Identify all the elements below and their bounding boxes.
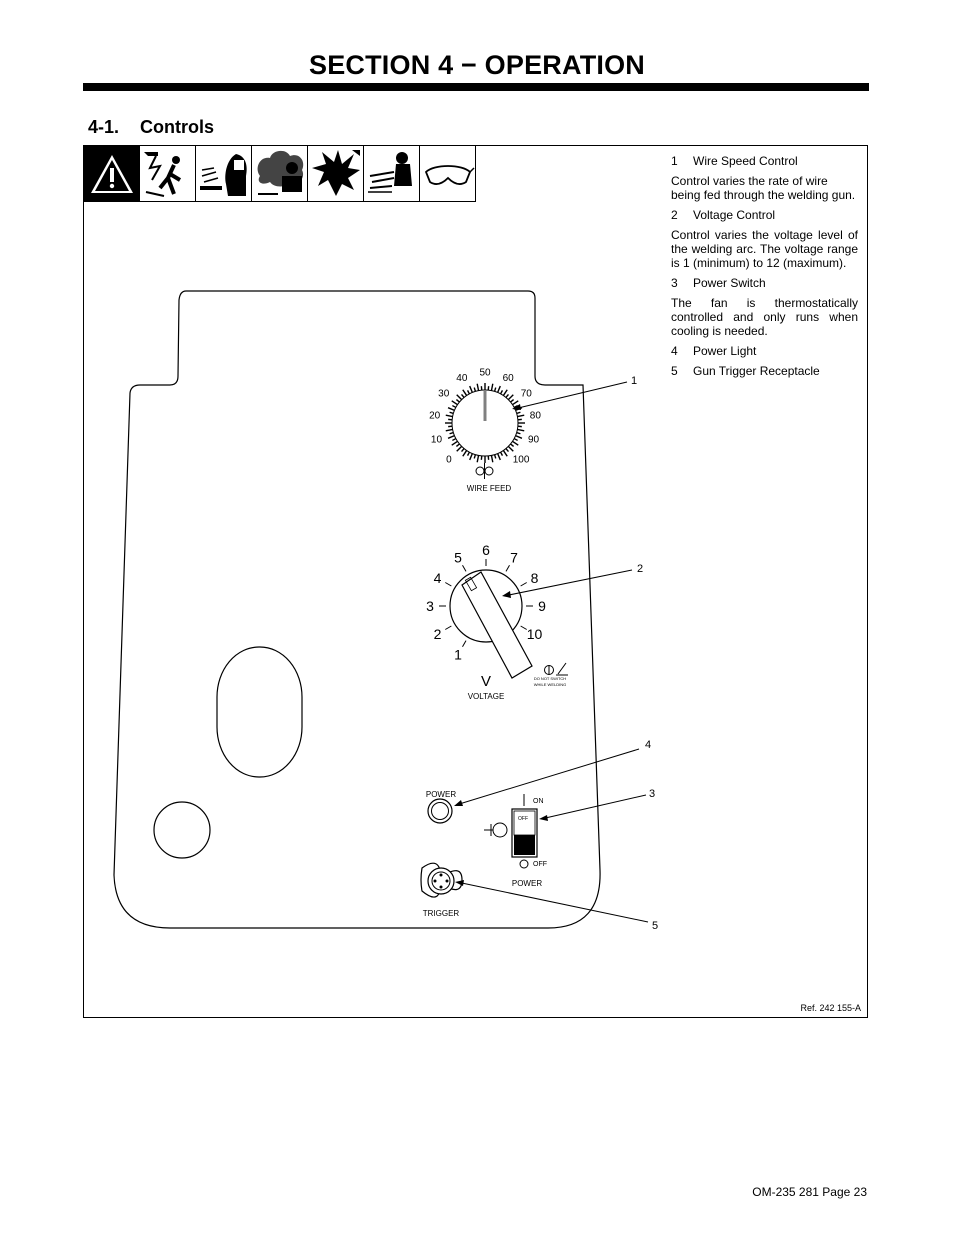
switch-off-label: OFF — [533, 861, 547, 868]
subsection-heading: 4-1. Controls — [88, 117, 214, 138]
voltage-tick — [520, 582, 527, 587]
power-light-label: POWER — [426, 790, 456, 799]
page-number: OM-235 281 Page 23 — [752, 1185, 867, 1199]
description-text: Control varies the rate of wire being fe… — [671, 174, 856, 202]
callout-number: 3 — [649, 788, 655, 800]
do-not-switch-warning: DO NOT SWITCH — [534, 676, 566, 681]
gun-trigger-receptacle[interactable] — [420, 862, 463, 898]
callout-number: 1 — [631, 375, 637, 387]
voltage-tick-label: 4 — [434, 570, 442, 586]
fire-explosion-icon — [308, 146, 364, 202]
voltage-label: VOLTAGE — [468, 692, 505, 701]
voltage-tick-label: 7 — [510, 550, 518, 566]
voltage-tick — [462, 565, 467, 572]
subsection-title: Controls — [140, 117, 214, 137]
trigger-label: TRIGGER — [423, 909, 460, 918]
description-text: Control varies the voltage level of the … — [671, 228, 858, 270]
power-light — [427, 798, 453, 824]
wire-feed-tick-label: 80 — [530, 411, 542, 422]
voltage-tick-label: 8 — [531, 570, 539, 586]
wire-feed-tick-label: 60 — [503, 373, 515, 384]
switch-off-mark — [519, 859, 529, 869]
voltage-symbol: V — [481, 673, 491, 690]
panel-round-opening — [153, 801, 211, 859]
wire-feed-tick-label: 0 — [446, 455, 452, 466]
wire-feed-tick-label: 100 — [513, 455, 530, 466]
voltage-tick — [445, 582, 452, 587]
description-text: The fan is thermostatically controlled a… — [671, 296, 858, 338]
warning-icon-strip — [84, 146, 476, 202]
voltage-tick-label: 6 — [482, 542, 490, 558]
do-not-switch-icon — [544, 662, 568, 676]
switch-rocker-label: OFF — [518, 816, 528, 822]
wire-feed-tick-label: 10 — [431, 434, 443, 445]
hot-parts-icon — [364, 146, 420, 202]
switch-on-label: ON — [533, 798, 544, 805]
voltage-tick — [445, 625, 452, 630]
callout-arrowheads — [454, 404, 548, 886]
voltage-tick — [520, 625, 527, 630]
wire-feed-label: WIRE FEED — [467, 484, 512, 493]
fumes-gases-icon — [252, 146, 308, 202]
power-switch-label: POWER — [512, 879, 542, 888]
eye-protection-icon — [420, 146, 476, 202]
callout-number: 5 — [652, 920, 658, 932]
voltage-tick — [505, 565, 510, 572]
wire-feed-knob[interactable] — [445, 383, 525, 463]
voltage-tick-label: 10 — [527, 626, 543, 642]
reference-number: Ref. 242 155-A — [800, 1003, 861, 1013]
voltage-tick-label: 3 — [426, 598, 434, 614]
section-title: SECTION 4 − OPERATION — [308, 50, 645, 80]
callout-number: 4 — [645, 739, 651, 751]
wire-feed-symbol — [475, 463, 494, 479]
electric-shock-icon — [140, 146, 196, 202]
wire-feed-tick-label: 30 — [438, 389, 450, 400]
voltage-tick-label: 5 — [454, 550, 462, 566]
wire-feed-tick-label: 20 — [429, 411, 441, 422]
voltage-knob[interactable] — [449, 569, 533, 679]
subsection-number: 4-1. — [88, 117, 120, 137]
voltage-scale: 1234567891012 — [426, 542, 546, 662]
wire-feed-tick-label: 90 — [528, 434, 540, 445]
voltage-tick — [462, 640, 467, 647]
voltage-tick-label: 9 — [538, 598, 546, 614]
arc-rays-icon — [196, 146, 252, 202]
callout-leaders — [455, 381, 649, 923]
wire-feed-scale: 010 20 30 40 50 60 70 80 90 100 — [429, 368, 541, 466]
voltage-tick-label: 2 — [434, 626, 442, 642]
title-rule — [83, 83, 869, 91]
callout-number: 2 — [637, 563, 643, 575]
fan-motor-icon — [484, 822, 508, 838]
do-not-switch-warning-line2: WHILE WELDING — [534, 682, 566, 687]
wire-feed-tick-label: 70 — [521, 389, 533, 400]
power-switch[interactable] — [511, 808, 538, 858]
figure-frame — [83, 145, 868, 1018]
wire-feed-tick-label: 50 — [479, 368, 491, 379]
warning-triangle-icon — [84, 146, 140, 202]
wire-feed-tick-label: 40 — [456, 373, 468, 384]
voltage-tick-label: 1 — [454, 646, 462, 662]
panel-oval-opening — [216, 646, 303, 778]
panel-outline — [113, 290, 601, 929]
